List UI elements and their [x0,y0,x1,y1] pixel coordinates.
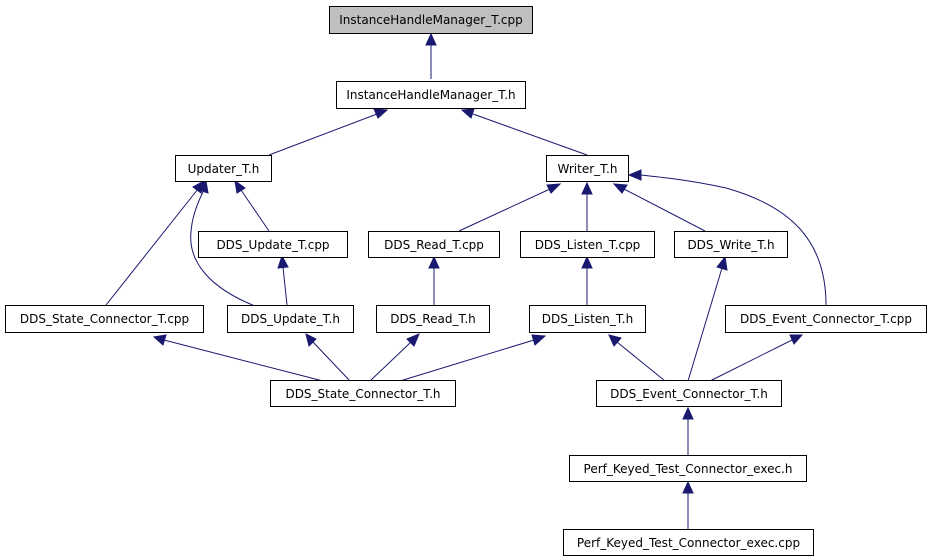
edge-dds-write-h-to-writer [612,183,706,232]
node-dds-write-t-h[interactable]: DDS_Write_T.h [674,231,788,258]
node-writer-t-h[interactable]: Writer_T.h [546,155,629,182]
edge-dds-event-connector-h-to-dds-event-connector-cpp [709,334,804,382]
edge-dds-state-connector-h-to-dds-read-h [369,333,420,382]
edge-dds-state-connector-h-to-dds-update-h [305,333,351,382]
edge-perf-exec-cpp-to-perf-exec-h [682,480,694,529]
edge-dds-listen-h-to-dds-listen-cpp [581,255,593,305]
edge-dds-event-connector-cpp-to-writer [627,169,827,306]
node-instancehandlemanager-t-h[interactable]: InstanceHandleManager_T.h [336,81,526,109]
edge-dds-state-connector-cpp-to-updater [105,180,205,306]
edge-instancehandlemanager-h-to-cpp [425,32,437,79]
edge-updater-to-instancehandlemanager-h [268,108,389,156]
node-dds-update-t-cpp[interactable]: DDS_Update_T.cpp [198,231,348,258]
node-label: DDS_Event_Connector_T.h [610,387,768,401]
node-updater-t-h[interactable]: Updater_T.h [175,155,272,182]
node-label: DDS_State_Connector_T.cpp [20,312,189,326]
node-label: DDS_Read_T.h [390,312,476,326]
edge-dds-state-connector-h-to-dds-state-connector-cpp [152,334,324,382]
node-label: DDS_Write_T.h [687,238,774,252]
node-label: DDS_Listen_T.cpp [535,238,641,252]
node-perf-keyed-test-connector-exec-cpp[interactable]: Perf_Keyed_Test_Connector_exec.cpp [563,529,814,556]
node-dds-event-connector-t-h[interactable]: DDS_Event_Connector_T.h [596,380,782,407]
edge-dds-update-h-to-updater [190,179,256,307]
node-label: DDS_Update_T.h [241,312,340,326]
node-label: Perf_Keyed_Test_Connector_exec.cpp [577,536,800,550]
edge-dds-event-connector-h-to-dds-listen-h [608,334,666,382]
edge-dds-read-h-to-dds-read-cpp [428,255,440,305]
node-perf-keyed-test-connector-exec-h[interactable]: Perf_Keyed_Test_Connector_exec.h [569,455,807,482]
node-dds-update-t-h[interactable]: DDS_Update_T.h [227,305,354,333]
node-dds-state-connector-t-cpp[interactable]: DDS_State_Connector_T.cpp [5,305,204,333]
node-label: Perf_Keyed_Test_Connector_exec.h [584,462,793,476]
node-label: DDS_State_Connector_T.h [285,387,440,401]
node-label: Writer_T.h [558,162,618,176]
edge-dds-read-cpp-to-writer [458,183,562,232]
edge-writer-to-instancehandlemanager-h [460,108,588,156]
node-label: DDS_Read_T.cpp [384,238,484,252]
node-instancehandlemanager-t-cpp[interactable]: InstanceHandleManager_T.cpp [329,6,533,34]
node-dds-listen-t-cpp[interactable]: DDS_Listen_T.cpp [520,231,655,258]
node-label: DDS_Event_Connector_T.cpp [740,312,912,326]
edge-perf-exec-h-to-dds-event-connector-h [682,406,694,456]
edge-dds-state-connector-h-to-dds-listen-h [399,334,547,382]
edge-dds-update-cpp-to-updater [234,179,270,232]
node-label: Updater_T.h [188,162,260,176]
node-dds-read-t-cpp[interactable]: DDS_Read_T.cpp [368,231,500,258]
edge-dds-update-h-to-dds-update-cpp [277,254,289,306]
node-dds-event-connector-t-cpp[interactable]: DDS_Event_Connector_T.cpp [725,305,927,333]
edge-dds-event-connector-h-to-dds-write-h [687,255,728,382]
node-dds-state-connector-t-h[interactable]: DDS_State_Connector_T.h [270,380,456,407]
node-dds-read-t-h[interactable]: DDS_Read_T.h [376,305,490,333]
node-label: DDS_Listen_T.h [542,312,633,326]
node-dds-listen-t-h[interactable]: DDS_Listen_T.h [529,305,646,333]
edge-dds-listen-cpp-to-writer [581,181,593,231]
node-label: DDS_Update_T.cpp [216,238,329,252]
node-label: InstanceHandleManager_T.cpp [339,13,523,27]
node-label: InstanceHandleManager_T.h [346,88,515,102]
